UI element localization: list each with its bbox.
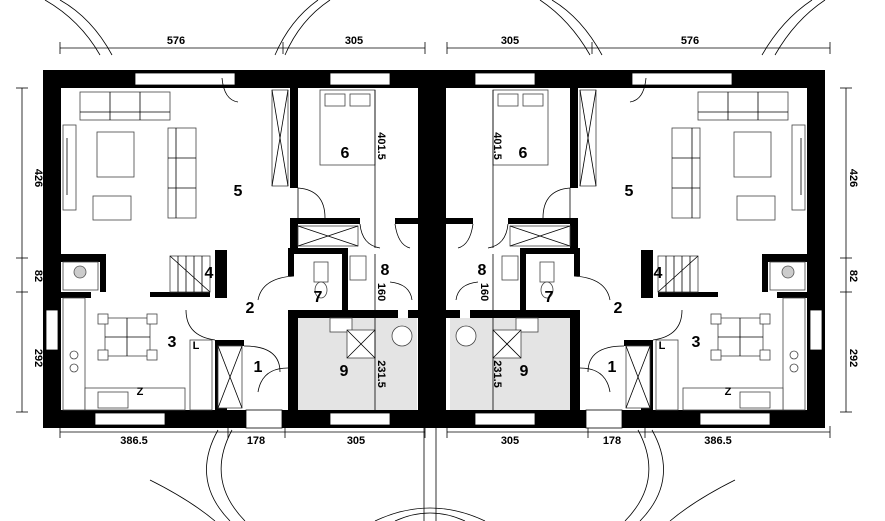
room-number-left-1: 1 bbox=[254, 359, 263, 376]
room-number-right-7: 7 bbox=[545, 289, 554, 306]
top-dim-right-576: 576 bbox=[681, 35, 699, 47]
dim-bedroom-left: 401.5 bbox=[375, 132, 387, 160]
room-number-right-8: 8 bbox=[478, 262, 487, 279]
room-number-left-2: 2 bbox=[246, 300, 255, 317]
room-number-left-9: 9 bbox=[340, 363, 349, 380]
top-dim-right-305: 305 bbox=[501, 35, 519, 47]
top-dim-left-576: 576 bbox=[167, 35, 185, 47]
dim-bath-left: 160 bbox=[375, 283, 387, 301]
side-dim-right-426: 426 bbox=[847, 169, 859, 187]
side-dim-left-82: 82 bbox=[32, 270, 44, 282]
interior-walls-right bbox=[446, 88, 807, 410]
room-number-right-5: 5 bbox=[625, 183, 634, 200]
bottom-dim-305-right: 305 bbox=[501, 435, 519, 447]
side-dim-right-292: 292 bbox=[847, 349, 859, 367]
room-number-right-4: 4 bbox=[654, 265, 663, 282]
room-number-right-2: 2 bbox=[614, 300, 623, 317]
room-number-right-6: 6 bbox=[519, 145, 528, 162]
door-swings bbox=[185, 77, 683, 393]
bottom-dim-305-left: 305 bbox=[347, 435, 365, 447]
furniture-left bbox=[62, 89, 413, 411]
room-number-left-4: 4 bbox=[205, 265, 214, 282]
side-dim-left-292: 292 bbox=[32, 349, 44, 367]
bottom-dim-386-left: 386.5 bbox=[120, 435, 148, 447]
room-number-right-9: 9 bbox=[520, 363, 529, 380]
top-dimension-lines bbox=[59, 42, 831, 54]
sink-mark-left: Z bbox=[137, 386, 144, 398]
dim-utility-left: 231.5 bbox=[375, 360, 387, 388]
dim-utility-right: 231.5 bbox=[491, 360, 503, 388]
cabinet-mark-right: L bbox=[659, 340, 666, 352]
outer-walls bbox=[43, 70, 825, 428]
side-dim-right-82: 82 bbox=[847, 270, 859, 282]
bottom-dim-178-left: 178 bbox=[247, 435, 265, 447]
cabinet-mark-left: L bbox=[193, 340, 200, 352]
room-number-left-8: 8 bbox=[381, 262, 390, 279]
sink-mark-right: Z bbox=[725, 386, 732, 398]
exterior-arcs bbox=[44, 0, 826, 521]
dim-bedroom-right: 401.5 bbox=[491, 132, 503, 160]
windows bbox=[45, 72, 823, 429]
top-dim-left-305: 305 bbox=[345, 35, 363, 47]
dim-bath-right: 160 bbox=[478, 283, 490, 301]
side-dim-left-426: 426 bbox=[32, 169, 44, 187]
furniture-right bbox=[455, 89, 806, 411]
room-number-right-3: 3 bbox=[692, 334, 701, 351]
room-number-left-5: 5 bbox=[234, 183, 243, 200]
room-number-left-3: 3 bbox=[168, 334, 177, 351]
bottom-dim-178-right: 178 bbox=[603, 435, 621, 447]
room-number-left-7: 7 bbox=[314, 289, 323, 306]
room-number-left-6: 6 bbox=[341, 145, 350, 162]
side-dimension-lines bbox=[16, 87, 852, 413]
bottom-dim-386-right: 386.5 bbox=[704, 435, 732, 447]
room-number-right-1: 1 bbox=[608, 359, 617, 376]
